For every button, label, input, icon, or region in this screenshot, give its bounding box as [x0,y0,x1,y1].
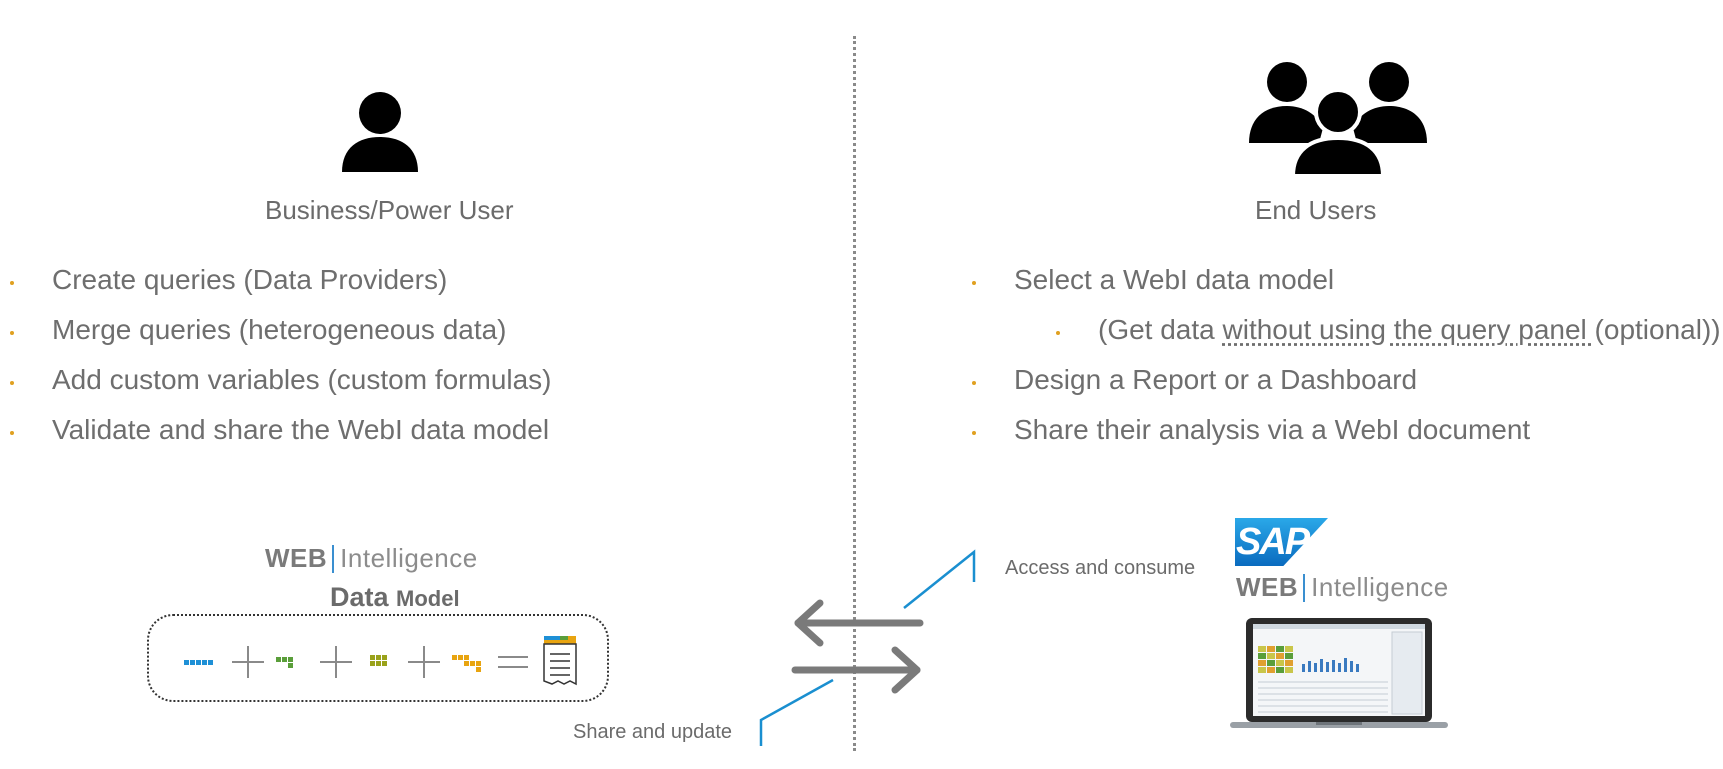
center-divider [853,36,856,751]
data-model-box [147,614,609,702]
access-connector-line [903,549,976,609]
left-bullet-item: Validate and share the WebI data model [10,414,549,446]
blue-data-provider-icon [184,660,213,665]
dashboard-bar-chart [1302,658,1359,672]
user-group-icon [1249,62,1427,176]
left-bullet-item: Merge queries (heterogeneous data) [10,314,507,346]
end-users-label: End Users [1255,195,1377,225]
laptop-dashboard-icon [1230,618,1448,728]
data-model-equation [184,636,577,686]
olive-data-provider-icon [370,655,387,666]
left-bullet-item: Add custom variables (custom formulas) [10,364,552,396]
share-connector-line [759,678,834,746]
orange-data-provider-icon [452,655,481,672]
right-bullet-item: Design a Report or a Dashboard [972,364,1417,396]
business-power-user-label: Business/Power User [265,195,514,225]
dashboard-heatmap [1258,646,1293,673]
left-bullet-item: Create queries (Data Providers) [10,264,447,296]
exchange-arrows-icon [791,599,924,694]
right-sub-bullet-item: (Get data without using the query panel … [1056,314,1721,346]
share-and-update-caption: Share and update [573,721,733,743]
data-model-title: Data Model [330,582,460,612]
webi-document-icon [543,636,577,686]
right-bullet-item: Select a WebI data model [972,264,1334,296]
single-user-icon [342,92,418,172]
sap-logo-text: SAP [1236,521,1310,563]
right-bullet-item: Share their analysis via a WebI document [972,414,1530,446]
green-data-provider-icon [276,657,293,668]
access-and-consume-caption: Access and consume [1005,557,1196,579]
